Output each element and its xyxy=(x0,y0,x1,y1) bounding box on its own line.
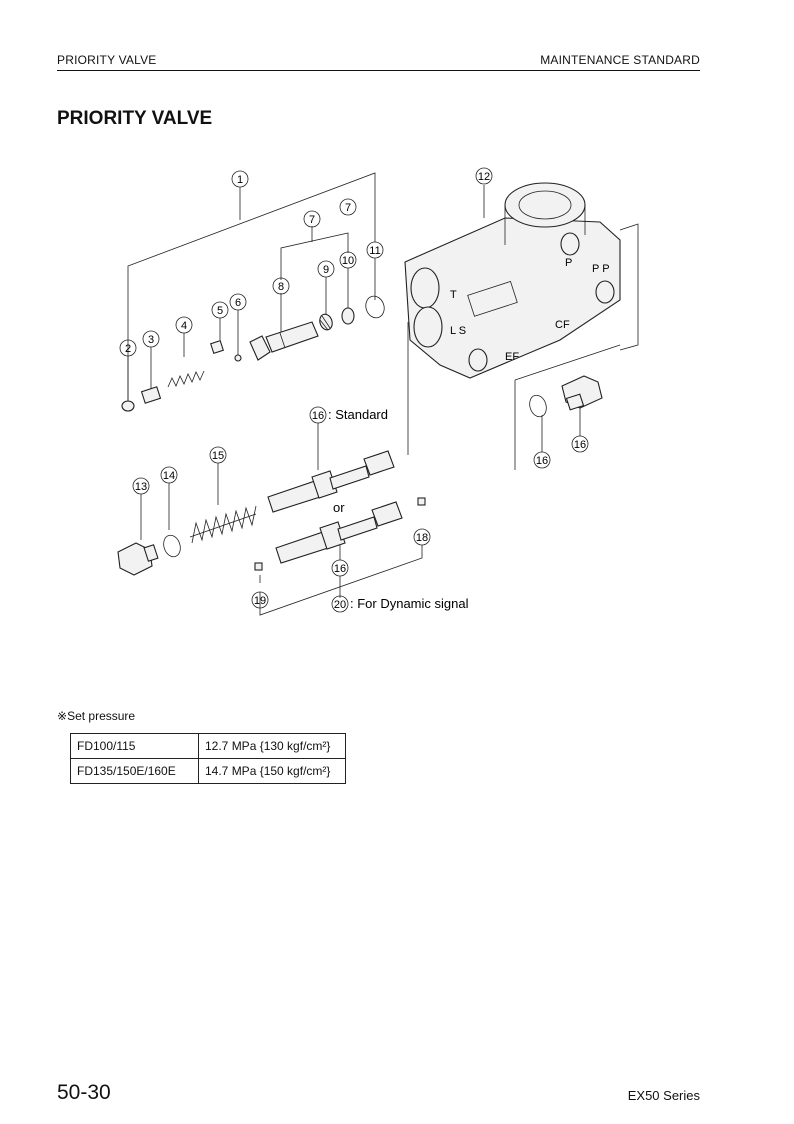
part-15-spring xyxy=(189,505,257,544)
set-pressure-table: FD100/115 12.7 MPa {130 kgf/cm²} FD135/1… xyxy=(70,733,346,784)
model-cell: FD100/115 xyxy=(70,733,199,759)
pressure-cell: 14.7 MPa {150 kgf/cm²} xyxy=(198,758,346,784)
svg-text:6: 6 xyxy=(235,297,241,309)
port-ls-label: L S xyxy=(450,325,466,337)
port-pp-label: P P xyxy=(592,263,610,275)
page-number: 50-30 xyxy=(57,1081,111,1104)
callout-8: 8 xyxy=(272,277,290,295)
part-10-ring xyxy=(341,307,355,325)
part-8-pilot-body xyxy=(249,321,319,361)
callout-19: 19 xyxy=(251,591,269,609)
reference-mark: ※ xyxy=(57,709,68,723)
leader-lines xyxy=(127,172,639,616)
svg-text:12: 12 xyxy=(478,171,490,183)
callout-13: 13 xyxy=(132,477,150,495)
svg-text:15: 15 xyxy=(212,450,224,462)
port-cf-label: CF xyxy=(555,319,570,331)
callout-16-side-ring: 16 xyxy=(533,451,551,469)
callout-3: 3 xyxy=(142,330,160,348)
svg-text:8: 8 xyxy=(278,281,284,293)
callout-7a: 7 xyxy=(303,210,321,228)
callout-2: 2 xyxy=(119,339,137,357)
series-label: EX50 Series xyxy=(627,1088,700,1103)
svg-text:10: 10 xyxy=(342,255,354,267)
svg-text:7: 7 xyxy=(345,202,351,214)
port-t-label: T xyxy=(450,289,457,301)
set-pressure-note: ※Set pressure xyxy=(57,709,135,723)
svg-text:4: 4 xyxy=(181,320,187,332)
part-11-o-ring xyxy=(365,295,385,319)
part-4-spring xyxy=(167,370,205,388)
svg-text:16: 16 xyxy=(312,410,324,422)
svg-text:9: 9 xyxy=(323,264,329,276)
callout-5: 5 xyxy=(211,301,229,319)
label-standard: : Standard xyxy=(328,407,388,422)
svg-text:16: 16 xyxy=(536,455,548,467)
callout-10: 10 xyxy=(339,251,357,269)
header-section-title: PRIORITY VALVE xyxy=(57,53,157,67)
svg-text:16: 16 xyxy=(574,439,586,451)
svg-text:1: 1 xyxy=(237,174,243,186)
svg-text:7: 7 xyxy=(309,214,315,226)
callout-1: 1 xyxy=(231,170,249,188)
svg-text:13: 13 xyxy=(135,481,147,493)
header-rule xyxy=(57,70,700,71)
callout-16-dynamic: 16 xyxy=(331,559,349,577)
side-plug-assembly xyxy=(529,375,603,418)
callout-16-side-plug: 16 xyxy=(571,435,589,453)
callout-7b: 7 xyxy=(339,198,357,216)
svg-text:3: 3 xyxy=(148,334,154,346)
svg-text:2: 2 xyxy=(125,343,131,355)
page-title: PRIORITY VALVE xyxy=(57,108,213,129)
callout-9: 9 xyxy=(317,260,335,278)
table-row: FD135/150E/160E 14.7 MPa {150 kgf/cm²} xyxy=(70,758,346,784)
part-13-plug xyxy=(117,542,159,576)
callout-12: 12 xyxy=(475,167,493,185)
label-or: or xyxy=(333,500,345,515)
part-5-poppet xyxy=(210,340,224,354)
part-12-valve-body: T L S P P P CF EF xyxy=(404,182,621,379)
svg-text:20: 20 xyxy=(334,599,346,611)
part-14-o-ring xyxy=(163,534,181,558)
port-p-label: P xyxy=(565,257,572,269)
svg-text:5: 5 xyxy=(217,305,223,317)
pressure-cell: 12.7 MPa {130 kgf/cm²} xyxy=(198,733,346,759)
table-row: FD100/115 12.7 MPa {130 kgf/cm²} xyxy=(70,733,346,759)
part-3-seat xyxy=(140,386,162,404)
svg-text:19: 19 xyxy=(254,595,266,607)
port-ef-label: EF xyxy=(505,351,519,363)
svg-text:14: 14 xyxy=(163,470,175,482)
model-cell: FD135/150E/160E xyxy=(70,758,199,784)
set-pressure-label: Set pressure xyxy=(67,709,136,723)
part-2-plug xyxy=(121,400,135,412)
callout-6: 6 xyxy=(229,293,247,311)
callout-16-standard: 16 xyxy=(309,406,327,424)
callout-4: 4 xyxy=(175,316,193,334)
callout-11: 11 xyxy=(366,241,384,259)
exploded-view-diagram: T L S P P P CF EF 1 2 xyxy=(117,167,639,616)
callout-15: 15 xyxy=(209,446,227,464)
label-dynamic-signal: : For Dynamic signal xyxy=(350,596,469,611)
part-16-spool-standard xyxy=(267,450,395,513)
part-6-ball xyxy=(234,354,242,362)
callout-20: 20 xyxy=(331,595,349,613)
part-9-filter xyxy=(319,313,333,331)
callout-18: 18 xyxy=(413,528,431,546)
header-manual-section: MAINTENANCE STANDARD xyxy=(540,53,700,67)
svg-text:16: 16 xyxy=(334,563,346,575)
svg-text:18: 18 xyxy=(416,532,428,544)
svg-text:11: 11 xyxy=(369,245,380,257)
part-16-spool-dynamic xyxy=(254,497,426,571)
callout-14: 14 xyxy=(160,466,178,484)
